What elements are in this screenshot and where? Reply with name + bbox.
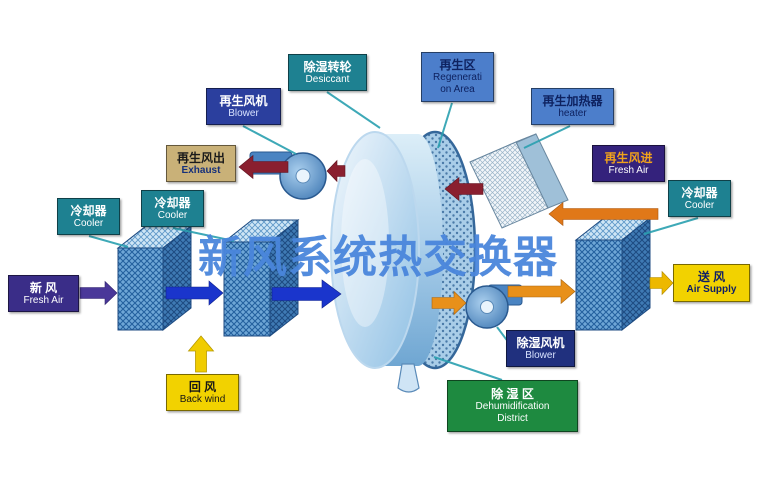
wheel-to-blower-arrow — [326, 159, 346, 183]
fresh-air-in-arrow — [79, 280, 118, 306]
return-air-arrow — [187, 335, 215, 373]
fan-to-cooler-arrow — [507, 278, 576, 305]
heat-exchanger-block-right — [574, 216, 652, 332]
dehumid-blower-fan — [465, 284, 523, 329]
exhaust-air-arrow — [238, 154, 289, 180]
label-regen-blower: 再生风机 Blower — [206, 88, 281, 125]
wheel-bottom-tab — [397, 363, 420, 393]
regen-blower-fan — [249, 151, 327, 200]
label-air-supply: 送 风 Air Supply — [673, 264, 750, 302]
label-connectors — [88, 91, 699, 381]
label-back-wind: 回 风 Back wind — [166, 374, 239, 411]
label-cooler-left: 冷却器 Cooler — [57, 198, 120, 235]
label-cooler-mid: 冷却器 Cooler — [141, 190, 204, 227]
process-air-arrow-1 — [165, 280, 224, 306]
label-regen-fresh-air: 再生风进 Fresh Air — [592, 145, 665, 182]
process-air-arrow-2 — [271, 279, 342, 309]
watermark-title: 新风系统热交换器 — [198, 233, 558, 282]
label-regeneration-area: 再生区 Regenerati on Area — [421, 52, 494, 102]
label-exhaust: 再生风出 Exhaust — [166, 145, 236, 182]
wheel-to-fan-arrow — [431, 290, 467, 316]
label-dehumid-blower: 除湿风机 Blower — [506, 330, 575, 367]
regen-heater-block — [469, 133, 569, 229]
label-regen-heater: 再生加热器 heater — [531, 88, 614, 125]
heat-exchanger-block-1 — [116, 224, 193, 332]
supply-out-arrow — [649, 270, 674, 296]
heater-to-wheel-arrow — [444, 176, 484, 202]
label-fresh-air-in: 新 风 Fresh Air — [8, 275, 79, 312]
label-cooler-right: 冷却器 Cooler — [668, 180, 731, 217]
label-dehumid-district: 除 湿 区 Dehumidification District — [447, 380, 578, 432]
label-desiccant-wheel: 除湿转轮 Desiccant — [288, 54, 367, 91]
heat-exchanger-block-2 — [222, 218, 300, 338]
regen-intake-arrow — [548, 201, 659, 227]
